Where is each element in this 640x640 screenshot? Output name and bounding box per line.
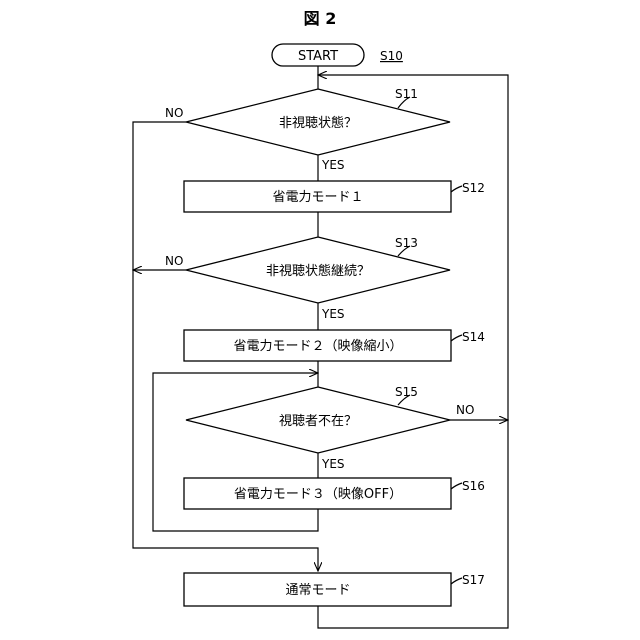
start-step-label: S10 <box>380 49 403 63</box>
branch-s11-yes: YES <box>321 158 345 172</box>
decision-s15-label: 視聴者不在？ <box>279 414 357 429</box>
step-s15-label: S15 <box>395 385 418 399</box>
figure-title: 図 2 <box>304 9 337 28</box>
step-s14-label: S14 <box>462 330 485 344</box>
step-s16-label: S16 <box>462 479 485 493</box>
branch-s15-yes: YES <box>321 457 345 471</box>
step-s17-leader <box>451 578 462 584</box>
decision-s13-label: 非視聴状態継続？ <box>266 263 370 279</box>
process-s14-label: 省電力モード２（映像縮小） <box>233 338 402 354</box>
branch-s13-no: NO <box>165 254 183 268</box>
step-s12-leader <box>451 186 462 192</box>
branch-s13-yes: YES <box>321 307 345 321</box>
process-s17-label: 通常モード <box>285 583 350 598</box>
process-s12-label: 省電力モード１ <box>272 190 363 205</box>
step-s14-leader <box>451 335 462 341</box>
start-label: START <box>298 49 338 64</box>
step-s16-leader <box>451 483 462 489</box>
step-s11-label: S11 <box>395 87 418 101</box>
step-s17-label: S17 <box>462 573 485 587</box>
branch-s11-no: NO <box>165 106 183 120</box>
branch-s15-no: NO <box>456 403 474 417</box>
decision-s11-label: 非視聴状態？ <box>279 115 357 131</box>
step-s13-label: S13 <box>395 236 418 250</box>
process-s16-label: 省電力モード３（映像OFF） <box>234 487 402 502</box>
step-s12-label: S12 <box>462 181 485 195</box>
